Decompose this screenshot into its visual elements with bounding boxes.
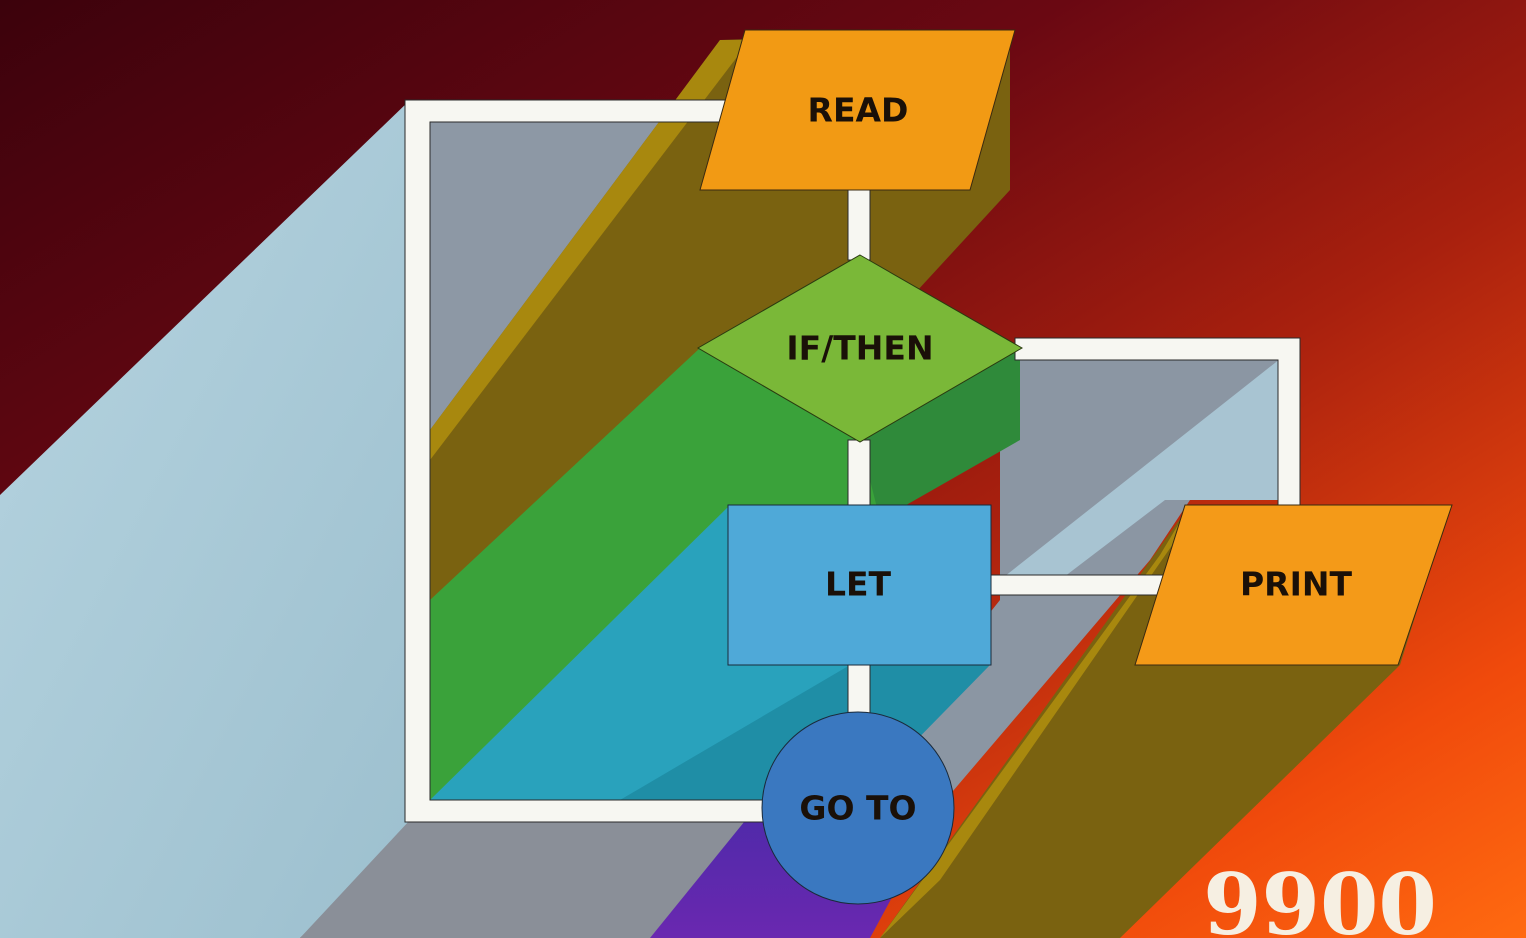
- cover-number: 9900: [1203, 855, 1437, 938]
- ifthen-label: IF/THEN: [786, 329, 933, 368]
- goto-label: GO TO: [799, 789, 916, 828]
- read-label: READ: [808, 91, 909, 130]
- print-label: PRINT: [1240, 565, 1352, 604]
- let-label: LET: [825, 565, 892, 604]
